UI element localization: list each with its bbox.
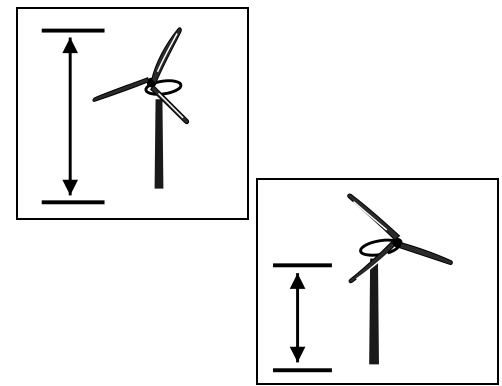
height-bottom-bar	[41, 200, 105, 205]
height-arrow-top-head	[289, 273, 306, 289]
height-top-bar	[41, 28, 105, 33]
diagram-panel-1	[16, 7, 249, 220]
turbine-blade-up	[347, 193, 401, 241]
turbine-blade-right	[398, 242, 453, 265]
turbine-blade-down-highlight	[355, 253, 389, 280]
turbine-tower	[369, 258, 379, 365]
height-arrow-icon	[273, 263, 332, 373]
panel-1-illustration	[41, 27, 190, 205]
turbine-blade-up	[151, 27, 182, 85]
turbine-blade-left	[92, 77, 150, 102]
height-bottom-bar	[273, 368, 332, 373]
height-arrow-top-head	[62, 37, 79, 54]
height-arrow-icon	[41, 28, 105, 205]
wind-turbine-icon	[92, 27, 190, 189]
height-arrow-bottom-head	[62, 179, 79, 196]
diagram-panel-2	[256, 178, 499, 385]
turbine-blade-up-highlight	[352, 201, 388, 231]
wind-turbine-icon	[347, 193, 453, 365]
turbine-blade-up-highlight	[156, 33, 178, 73]
height-top-bar	[273, 263, 332, 268]
height-arrow-bottom-head	[289, 346, 306, 363]
turbine-tower	[154, 99, 164, 189]
panel-2-illustration	[273, 193, 453, 373]
turbine-blade-down-highlight	[157, 92, 184, 119]
